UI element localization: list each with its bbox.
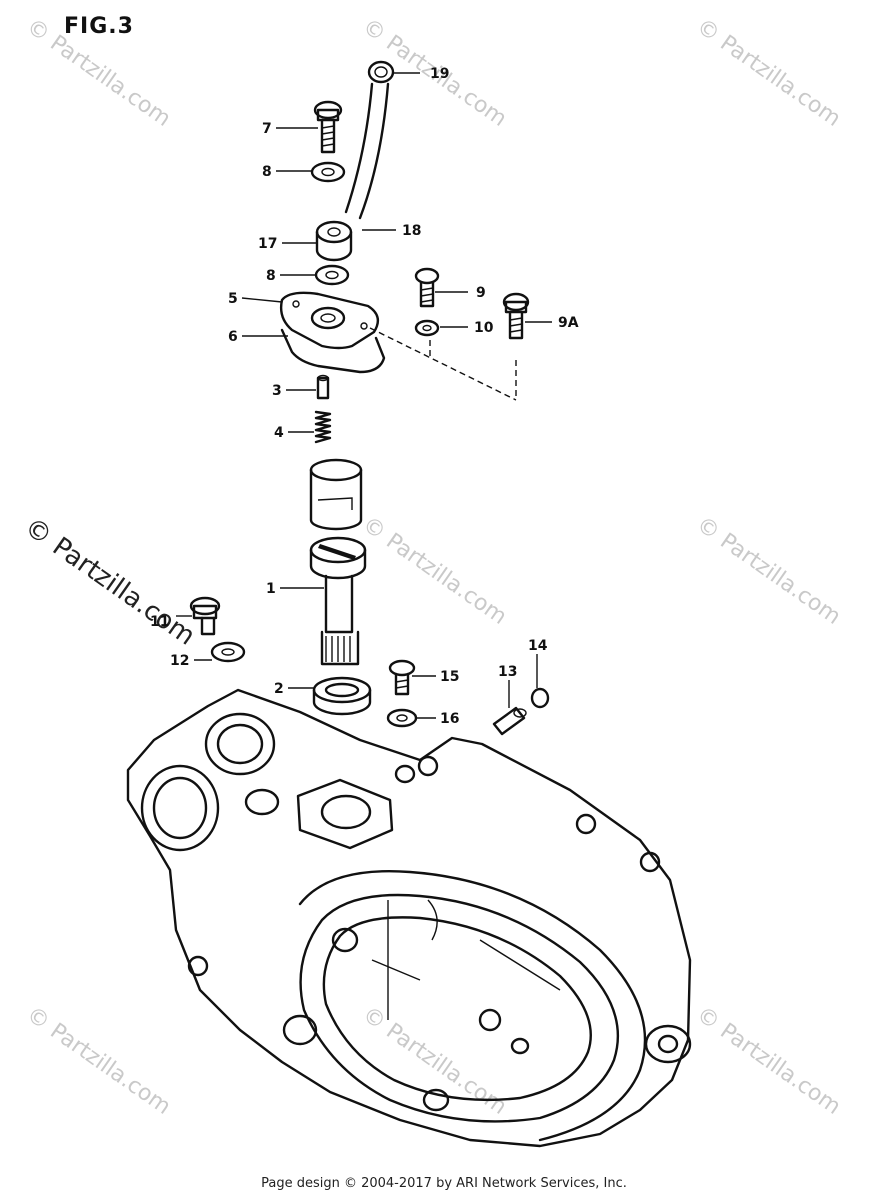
crankcase-cover [126,688,692,1148]
part-3-pin[interactable] [286,374,330,400]
part-9a-bolt[interactable] [502,292,552,340]
part-19-clamp[interactable] [367,60,420,84]
part-18-hose[interactable] [344,82,396,231]
callout-16: 16 [440,711,459,727]
callout-9: 9 [476,285,486,301]
part-2-oil-seal[interactable] [288,676,372,716]
part-8-washer-top[interactable] [276,161,346,183]
figure-title: FIG.3 [64,14,134,39]
part-4-spring[interactable] [288,410,332,444]
part-17-union[interactable] [282,220,353,262]
part-1-pump-shaft[interactable] [280,536,367,666]
part-9-screw[interactable] [414,267,468,308]
callout-10: 10 [474,320,494,336]
callout-19: 19 [430,66,449,82]
part-14-o-ring[interactable] [530,654,550,709]
part-15-screw[interactable] [388,659,436,696]
callout-9a: 9A [558,315,579,331]
part-12-washer[interactable] [194,641,246,663]
callout-8-top: 8 [262,164,272,180]
callout-14: 14 [528,638,548,654]
part-10-washer[interactable] [414,319,468,337]
callout-18: 18 [402,223,421,239]
callout-7: 7 [262,121,272,137]
oil-pump-piston[interactable] [309,458,363,531]
part-8-washer-bottom[interactable] [280,264,350,286]
part-5-cap[interactable] [241,291,380,350]
part-11-bolt[interactable] [176,596,221,636]
callout-2: 2 [274,681,284,697]
callout-12: 12 [170,653,189,669]
callout-15: 15 [440,669,459,685]
part-6-gasket[interactable] [242,328,386,374]
callout-8-bottom: 8 [266,268,276,284]
callout-1: 1 [266,581,276,597]
callout-5: 5 [228,291,238,307]
callout-4: 4 [274,425,284,441]
part-16-washer[interactable] [386,708,436,728]
callout-13: 13 [498,664,517,680]
callout-11: 11 [150,614,169,630]
page-footer: Page design © 2004-2017 by ARI Network S… [261,1176,627,1191]
callout-6: 6 [228,329,238,345]
callout-17: 17 [258,236,277,252]
part-13-dowel[interactable] [492,680,527,736]
part-7-bolt[interactable] [276,100,343,154]
callout-3: 3 [272,383,282,399]
